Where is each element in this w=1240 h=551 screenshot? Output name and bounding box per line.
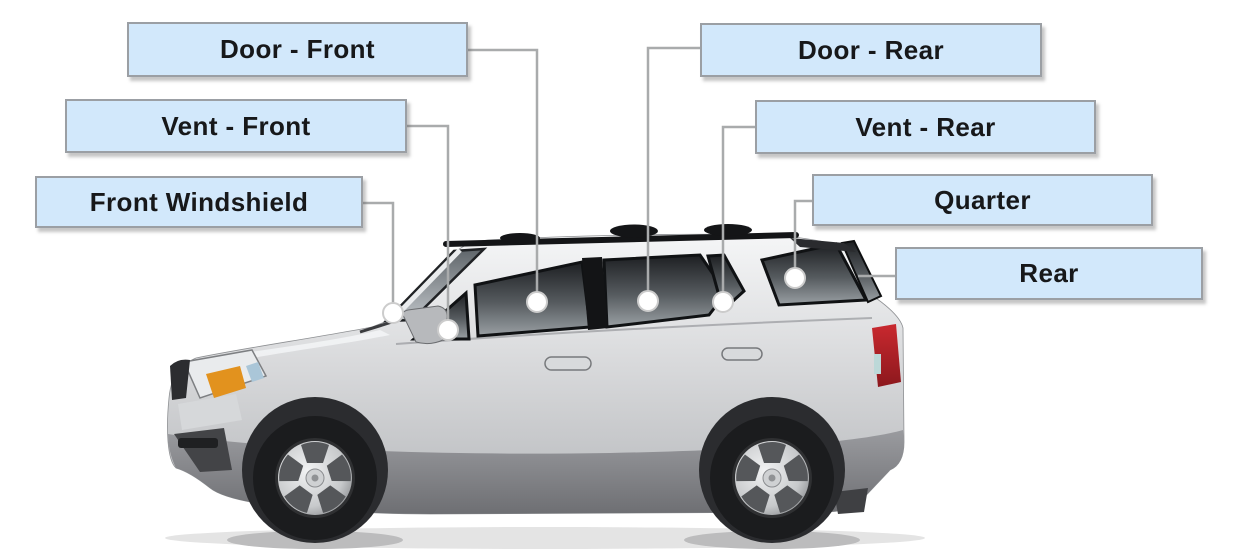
label-vent-rear: Vent - Rear <box>755 100 1096 154</box>
turn-signal <box>206 366 246 398</box>
label-rear-text: Rear <box>1019 258 1079 288</box>
rear-glass-edge <box>840 239 883 304</box>
front-door-handle <box>544 356 592 371</box>
label-quarter-text: Quarter <box>934 184 1031 215</box>
label-vent-rear-text: Vent - Rear <box>855 111 996 142</box>
label-rear: Rear <box>895 247 1203 300</box>
label-quarter: Quarter <box>812 174 1153 226</box>
label-front-windshield-text: Front Windshield <box>89 186 309 217</box>
grille <box>170 359 190 400</box>
label-door-rear-text: Door - Rear <box>798 34 944 65</box>
label-vent-front-text: Vent - Front <box>161 110 311 141</box>
rear-door-glass <box>602 253 728 329</box>
label-door-front: Door - Front <box>127 22 468 77</box>
rear-wheel <box>709 415 835 541</box>
label-door-front-text: Door - Front <box>220 34 375 64</box>
label-door-rear: Door - Rear <box>700 23 1042 77</box>
b-pillar <box>582 257 608 330</box>
label-vent-front: Vent - Front <box>65 99 407 153</box>
rear-door-handle <box>721 347 763 361</box>
front-wheel <box>252 415 378 541</box>
label-front-windshield: Front Windshield <box>35 176 363 228</box>
